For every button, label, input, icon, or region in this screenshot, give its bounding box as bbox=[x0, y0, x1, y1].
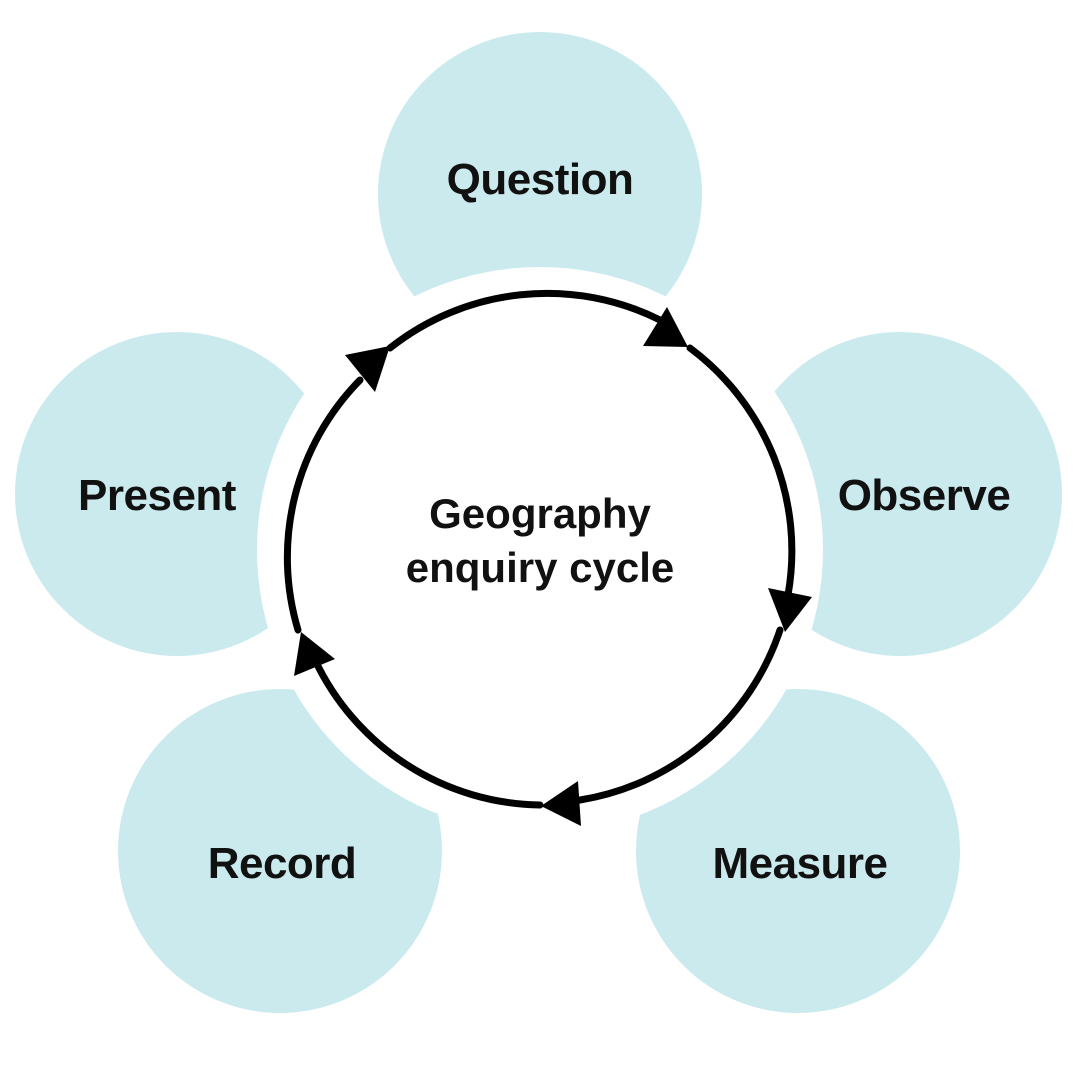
center-title-line2: enquiry cycle bbox=[406, 544, 674, 591]
center-title-line1: Geography bbox=[429, 490, 651, 537]
stage-label-present: Present bbox=[78, 471, 237, 520]
arc-present-to-question bbox=[283, 376, 364, 634]
stage-label-question: Question bbox=[447, 155, 634, 204]
arrowhead-question bbox=[345, 346, 390, 392]
arc-measure-to-record bbox=[576, 626, 784, 804]
arrowhead-observe bbox=[643, 307, 688, 347]
observe-circle bbox=[738, 332, 1062, 656]
measure-circle bbox=[636, 689, 960, 1013]
stage-label-measure: Measure bbox=[712, 839, 887, 888]
arrowhead-measure bbox=[768, 588, 812, 632]
arrowhead-present bbox=[294, 632, 335, 676]
arc-observe-to-measure bbox=[686, 344, 796, 599]
record-circle bbox=[118, 689, 442, 1013]
stage-label-record: Record bbox=[208, 839, 357, 888]
stage-circles bbox=[15, 32, 1062, 1013]
question-circle bbox=[378, 32, 702, 356]
cycle-arrows bbox=[283, 289, 796, 809]
arc-question-to-observe bbox=[386, 289, 664, 352]
present-circle bbox=[15, 332, 339, 656]
stage-label-observe: Observe bbox=[838, 471, 1011, 520]
arrowheads bbox=[294, 307, 812, 826]
arrowhead-record bbox=[541, 781, 581, 826]
arc-record-to-present bbox=[311, 656, 544, 809]
